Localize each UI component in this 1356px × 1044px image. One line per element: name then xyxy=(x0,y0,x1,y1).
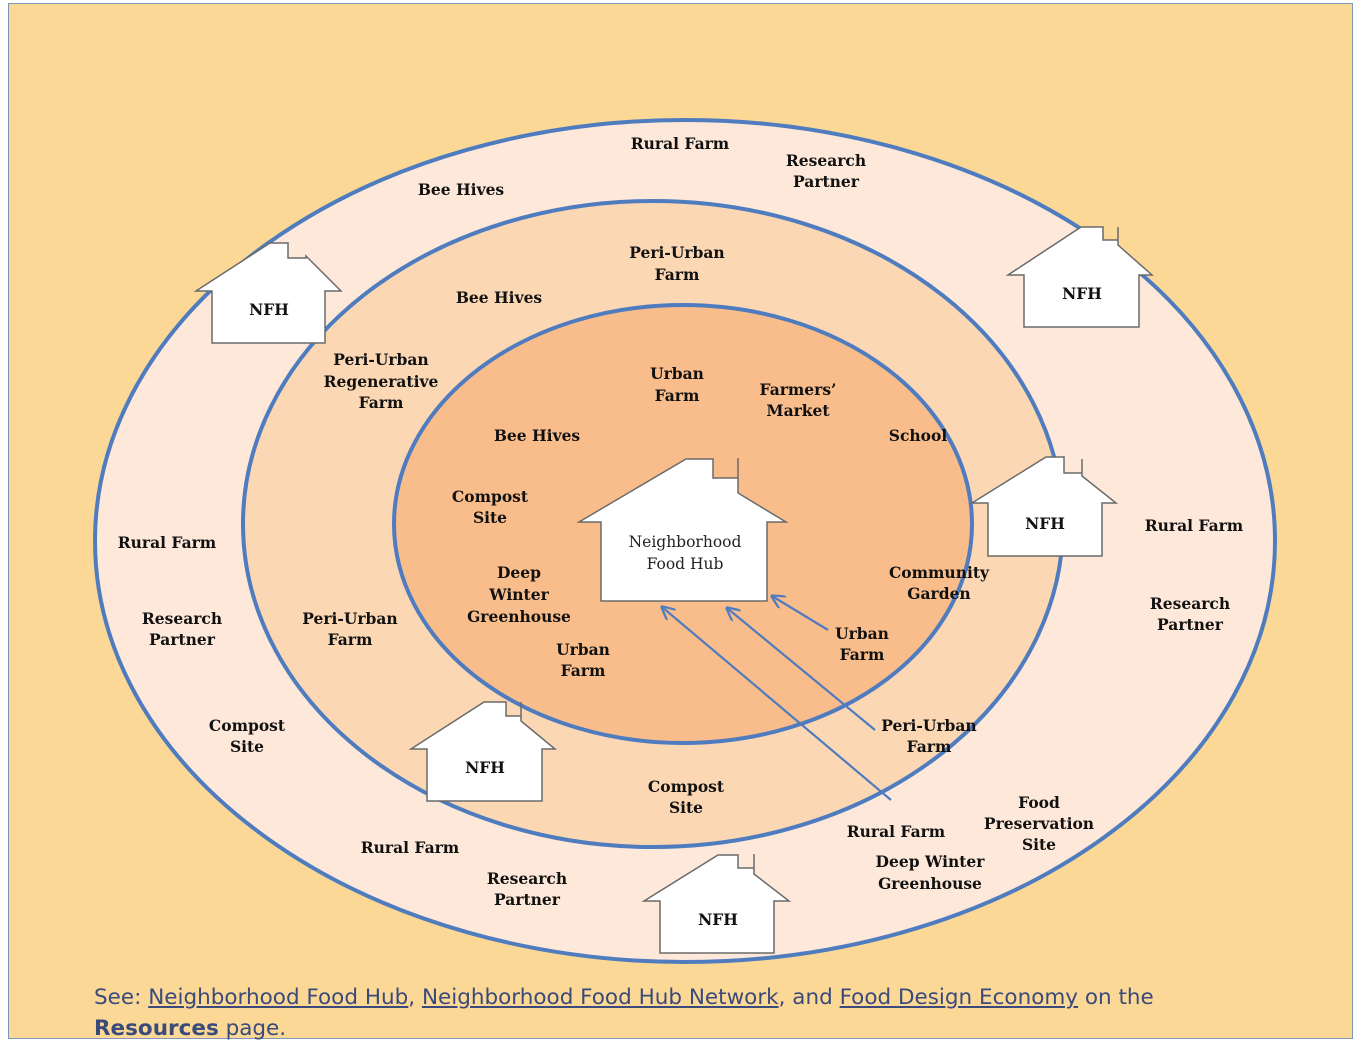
outer-research-partner-bottom-1: Research xyxy=(487,869,567,888)
nfh-house-bottom-left: NFH xyxy=(408,701,558,802)
inner-deep-winter-2: Winter xyxy=(488,585,549,604)
outer-research-partner-top-1: Research xyxy=(786,151,866,170)
footer-see: See: xyxy=(94,985,149,1010)
outer-deep-winter-2: Greenhouse xyxy=(878,874,982,893)
neighborhood-food-hub-house: Neighborhood Food Hub xyxy=(576,458,789,602)
outer-research-partner-right-1: Research xyxy=(1150,594,1230,613)
hub-title-line2: Food Hub xyxy=(647,555,724,573)
outer-rural-farm-top: Rural Farm xyxy=(631,134,730,153)
inner-compost-site-2: Site xyxy=(473,508,507,527)
arrow-peri-urban-farm xyxy=(727,608,876,731)
outer-rural-farm-bottom: Rural Farm xyxy=(361,838,460,857)
footer-resources: Resources xyxy=(94,1016,219,1041)
inner-deep-winter-1: Deep xyxy=(497,563,541,582)
inner-bee-hives: Bee Hives xyxy=(494,426,581,445)
inner-urban-farm-top-2: Farm xyxy=(655,386,700,405)
middle-peri-urban-top-2: Farm xyxy=(655,265,700,284)
inner-farmers-market-1: Farmers’ xyxy=(760,380,837,399)
inner-urban-farm-top-1: Urban xyxy=(650,364,704,383)
link-neighborhood-food-hub-network[interactable]: Neighborhood Food Hub Network xyxy=(421,985,779,1010)
inner-urban-farm-bottom-1: Urban xyxy=(556,640,610,659)
outer-compost-site-1: Compost xyxy=(209,716,286,735)
middle-peri-urban-arrow-2: Farm xyxy=(907,737,952,756)
middle-peri-urban-left-2: Farm xyxy=(328,630,373,649)
inner-urban-farm-arrow-1: Urban xyxy=(835,624,889,643)
middle-bee-hives: Bee Hives xyxy=(456,288,543,307)
inner-farmers-market-2: Market xyxy=(766,401,830,420)
nfh-house-right: NFH xyxy=(969,456,1119,557)
outer-research-partner-left-1: Research xyxy=(142,609,222,628)
middle-peri-urban-arrow-1: Peri-Urban xyxy=(881,716,976,735)
outer-rural-farm-right: Rural Farm xyxy=(1145,516,1244,535)
outer-food-preservation-2: Preservation xyxy=(984,814,1094,833)
footer-tail1: on the xyxy=(1078,985,1154,1010)
footer-sep1: , xyxy=(408,985,422,1010)
middle-peri-urban-top-1: Peri-Urban xyxy=(629,243,724,262)
outer-food-preservation-3: Site xyxy=(1022,835,1056,854)
middle-regenerative-2: Regenerative xyxy=(324,372,439,391)
outer-food-preservation-1: Food xyxy=(1018,793,1060,812)
middle-compost-site-2: Site xyxy=(669,798,703,817)
middle-compost-site-1: Compost xyxy=(648,777,725,796)
middle-regenerative-3: Farm xyxy=(359,393,404,412)
outer-research-partner-right-2: Partner xyxy=(1157,615,1224,634)
inner-school: School xyxy=(889,426,948,445)
nfh-house-bottom: NFH xyxy=(641,854,792,954)
nfh-label: NFH xyxy=(465,758,505,777)
arrow-urban-farm xyxy=(772,596,829,631)
outer-deep-winter-1: Deep Winter xyxy=(876,852,986,871)
outer-research-partner-left-2: Partner xyxy=(149,630,216,649)
nfh-label: NFH xyxy=(1025,514,1065,533)
nfh-house-top-right: NFH xyxy=(1005,226,1154,328)
nfh-label: NFH xyxy=(698,910,738,929)
inner-urban-farm-arrow-2: Farm xyxy=(840,645,885,664)
inner-community-garden-1: Community xyxy=(889,563,990,582)
outer-rural-farm-left: Rural Farm xyxy=(118,533,217,552)
nfh-label: NFH xyxy=(249,300,289,319)
inner-urban-farm-bottom-2: Farm xyxy=(561,661,606,680)
footer-note: See: Neighborhood Food Hub, Neighborhood… xyxy=(94,982,1324,1044)
outer-research-partner-bottom-2: Partner xyxy=(494,890,561,909)
middle-regenerative-1: Peri-Urban xyxy=(333,350,428,369)
link-food-design-economy[interactable]: Food Design Economy xyxy=(839,985,1079,1010)
outer-compost-site-2: Site xyxy=(230,737,264,756)
arrow-rural-farm xyxy=(662,607,892,801)
inner-community-garden-2: Garden xyxy=(907,584,970,603)
outer-rural-farm-arrow: Rural Farm xyxy=(847,822,946,841)
outer-bee-hives: Bee Hives xyxy=(418,180,505,199)
inner-deep-winter-3: Greenhouse xyxy=(467,607,571,626)
nfh-label: NFH xyxy=(1062,284,1102,303)
link-neighborhood-food-hub[interactable]: Neighborhood Food Hub xyxy=(148,985,409,1010)
footer-sep2: , and xyxy=(778,985,840,1010)
nfh-house-left: NFH xyxy=(193,242,343,344)
footer-tail2: page. xyxy=(218,1016,287,1041)
middle-peri-urban-left-1: Peri-Urban xyxy=(302,609,397,628)
inner-compost-site-1: Compost xyxy=(452,487,529,506)
outer-research-partner-top-2: Partner xyxy=(793,172,860,191)
hub-title-line1: Neighborhood xyxy=(629,533,742,551)
